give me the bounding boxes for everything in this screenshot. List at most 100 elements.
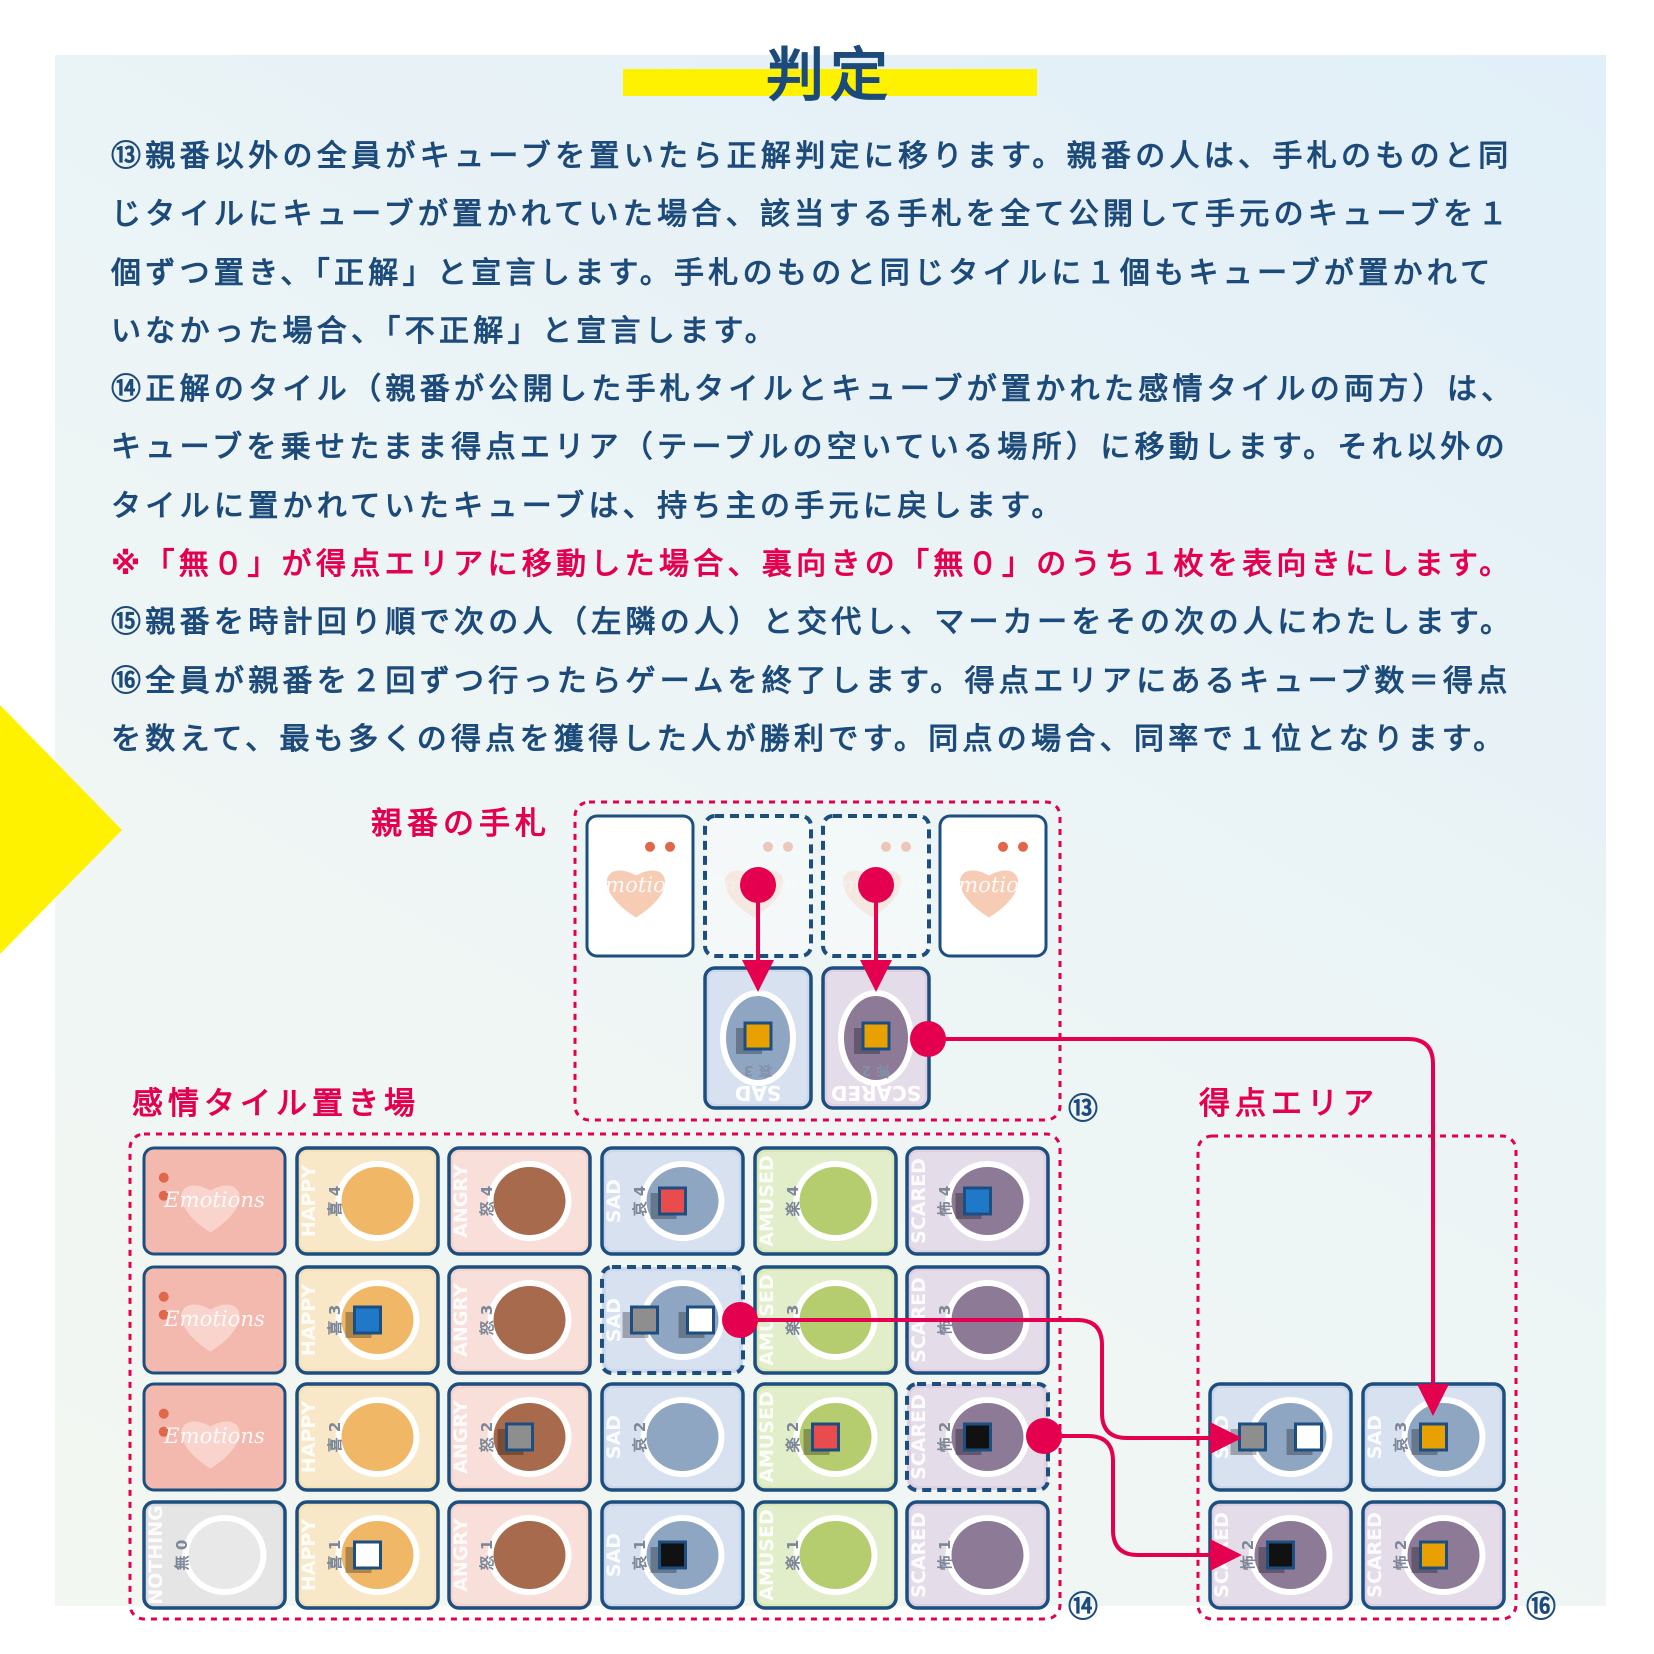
cube-white xyxy=(686,1305,715,1335)
tile-kanji-number: 喜 2 xyxy=(326,1422,344,1453)
emotion-tile: Emotions xyxy=(142,1146,287,1256)
rule-line: いなかった場合、「不正解」と宣言します。 xyxy=(111,313,779,349)
amused-character-icon xyxy=(799,1521,872,1589)
cube-orange xyxy=(861,1021,891,1051)
tile-english-name: HAPPY xyxy=(298,1401,320,1473)
emotion-tile: HAPPY 喜 3 xyxy=(295,1265,440,1375)
tile-kanji-number: 怖 1 xyxy=(936,1540,954,1571)
tile-english-name: SCARED xyxy=(908,1394,930,1480)
heart-icon xyxy=(181,1421,240,1469)
cube-black xyxy=(963,1422,992,1452)
move-arrow xyxy=(1026,1418,1242,1571)
revealed-hand-tile: SAD 哀 3 xyxy=(703,966,813,1110)
tile-kanji-number: 無 0 xyxy=(173,1540,191,1571)
page-title: 判定 xyxy=(765,41,894,109)
cube-orange xyxy=(1419,1422,1448,1452)
card-logo: Emotions xyxy=(163,1187,265,1212)
rule-line: タイルに置かれていたキューブは、持ち主の手元に戻します。 xyxy=(111,488,1066,524)
hand-card: Emotions xyxy=(938,814,1048,958)
heart-icon xyxy=(959,870,1019,918)
sad-character-icon xyxy=(646,1286,719,1354)
move-arrow xyxy=(910,1021,1449,1416)
tile-kanji-number: 怖 2 xyxy=(1392,1540,1410,1571)
happy-character-icon xyxy=(341,1167,414,1235)
eye-icon xyxy=(158,1190,169,1201)
tile-english-name: SAD xyxy=(603,1179,625,1223)
emotion-tile: AMUSED 楽 2 xyxy=(753,1382,898,1492)
arrow-start-dot xyxy=(722,1302,758,1338)
scored-tile: SCARED 怖 2 xyxy=(1361,1500,1506,1610)
eye-icon xyxy=(665,841,675,852)
tile-english-name: HAPPY xyxy=(298,1165,320,1237)
move-arrow xyxy=(740,867,776,992)
eye-icon xyxy=(158,1309,169,1320)
tile-english-name: ANGRY xyxy=(450,1164,472,1238)
side-decoration xyxy=(0,705,122,954)
tile-english-name: SAD xyxy=(735,1081,781,1105)
step-13-marker: ⑬ xyxy=(1068,1092,1098,1127)
tile-english-name: SAD xyxy=(603,1415,625,1459)
tile-english-name: NOTHING xyxy=(145,1505,167,1604)
tile-english-name: ANGRY xyxy=(450,1400,472,1474)
eye-icon xyxy=(158,1408,169,1419)
tile-kanji-number: 哀 3 xyxy=(744,1062,773,1079)
rule-line: キューブを乗せたまま得点エリア（テーブルの空いている場所）に移動します。それ以外… xyxy=(111,430,1509,466)
amused-character-icon xyxy=(799,1167,872,1235)
cube-white xyxy=(1294,1422,1323,1452)
tile-english-name: AMUSED xyxy=(756,1391,778,1482)
eye-icon xyxy=(1018,841,1028,852)
heart-icon xyxy=(181,1185,240,1233)
tile-kanji-number: 怒 2 xyxy=(478,1422,496,1453)
step-16-marker: ⑯ xyxy=(1526,1590,1556,1625)
arrows-layer xyxy=(722,867,1449,1571)
tile-kanji-number: 楽 2 xyxy=(784,1422,802,1453)
emotion-tile: Emotions xyxy=(142,1382,287,1492)
tile-english-name: SAD xyxy=(1364,1415,1386,1459)
tile-kanji-number: 怒 1 xyxy=(478,1540,496,1571)
rule-line: を数えて、最も多くの得点を獲得した人が勝利です。同点の場合、同率で１位となります… xyxy=(111,721,1508,757)
scared-character-icon xyxy=(951,1521,1024,1589)
tile-english-name: HAPPY xyxy=(298,1284,320,1356)
tile-kanji-number: 怖 2 xyxy=(936,1422,954,1453)
angry-character-icon xyxy=(493,1521,566,1589)
hand-label: 親番の手札 xyxy=(371,804,557,844)
sad-character-icon xyxy=(646,1403,719,1471)
step-14-marker: ⑭ xyxy=(1068,1590,1098,1625)
move-arrow xyxy=(722,1302,1242,1454)
tile-kanji-number: 哀 2 xyxy=(631,1422,649,1453)
move-arrow xyxy=(858,867,894,992)
card-logo: Emotions xyxy=(163,1306,265,1331)
tile-kanji-number: 喜 1 xyxy=(326,1540,344,1571)
tile-kanji-number: 怒 3 xyxy=(478,1305,496,1336)
emotion-tile: ANGRY 怒 2 xyxy=(447,1382,592,1492)
heart-icon xyxy=(181,1304,240,1352)
arrow-start-dot xyxy=(740,867,776,903)
cube-gray xyxy=(505,1422,534,1452)
cube-red xyxy=(658,1186,687,1216)
rule-line: ⑯全員が親番を２回ずつ行ったらゲームを終了します。得点エリアにあるキューブ数＝得… xyxy=(111,663,1512,699)
arrow-start-dot xyxy=(1026,1418,1062,1454)
tile-english-name: AMUSED xyxy=(756,1509,778,1600)
tile-english-name: SCARED xyxy=(908,1158,930,1244)
tile-kanji-number: 喜 4 xyxy=(326,1186,344,1217)
nothing-character-icon xyxy=(188,1521,261,1589)
cube-white xyxy=(353,1540,382,1570)
tile-kanji-number: 喜 3 xyxy=(326,1305,344,1336)
tile-kanji-number: 哀 1 xyxy=(631,1540,649,1571)
tile-english-name: SCARED xyxy=(1364,1512,1386,1598)
arrow-line xyxy=(740,1318,1242,1454)
card-logo: Emotions xyxy=(589,872,691,897)
cube-gray xyxy=(630,1305,659,1335)
rule-line: ⑮親番を時計回り順で次の人（左隣の人）と交代し、マーカーをその次の人にわたします… xyxy=(111,605,1515,641)
